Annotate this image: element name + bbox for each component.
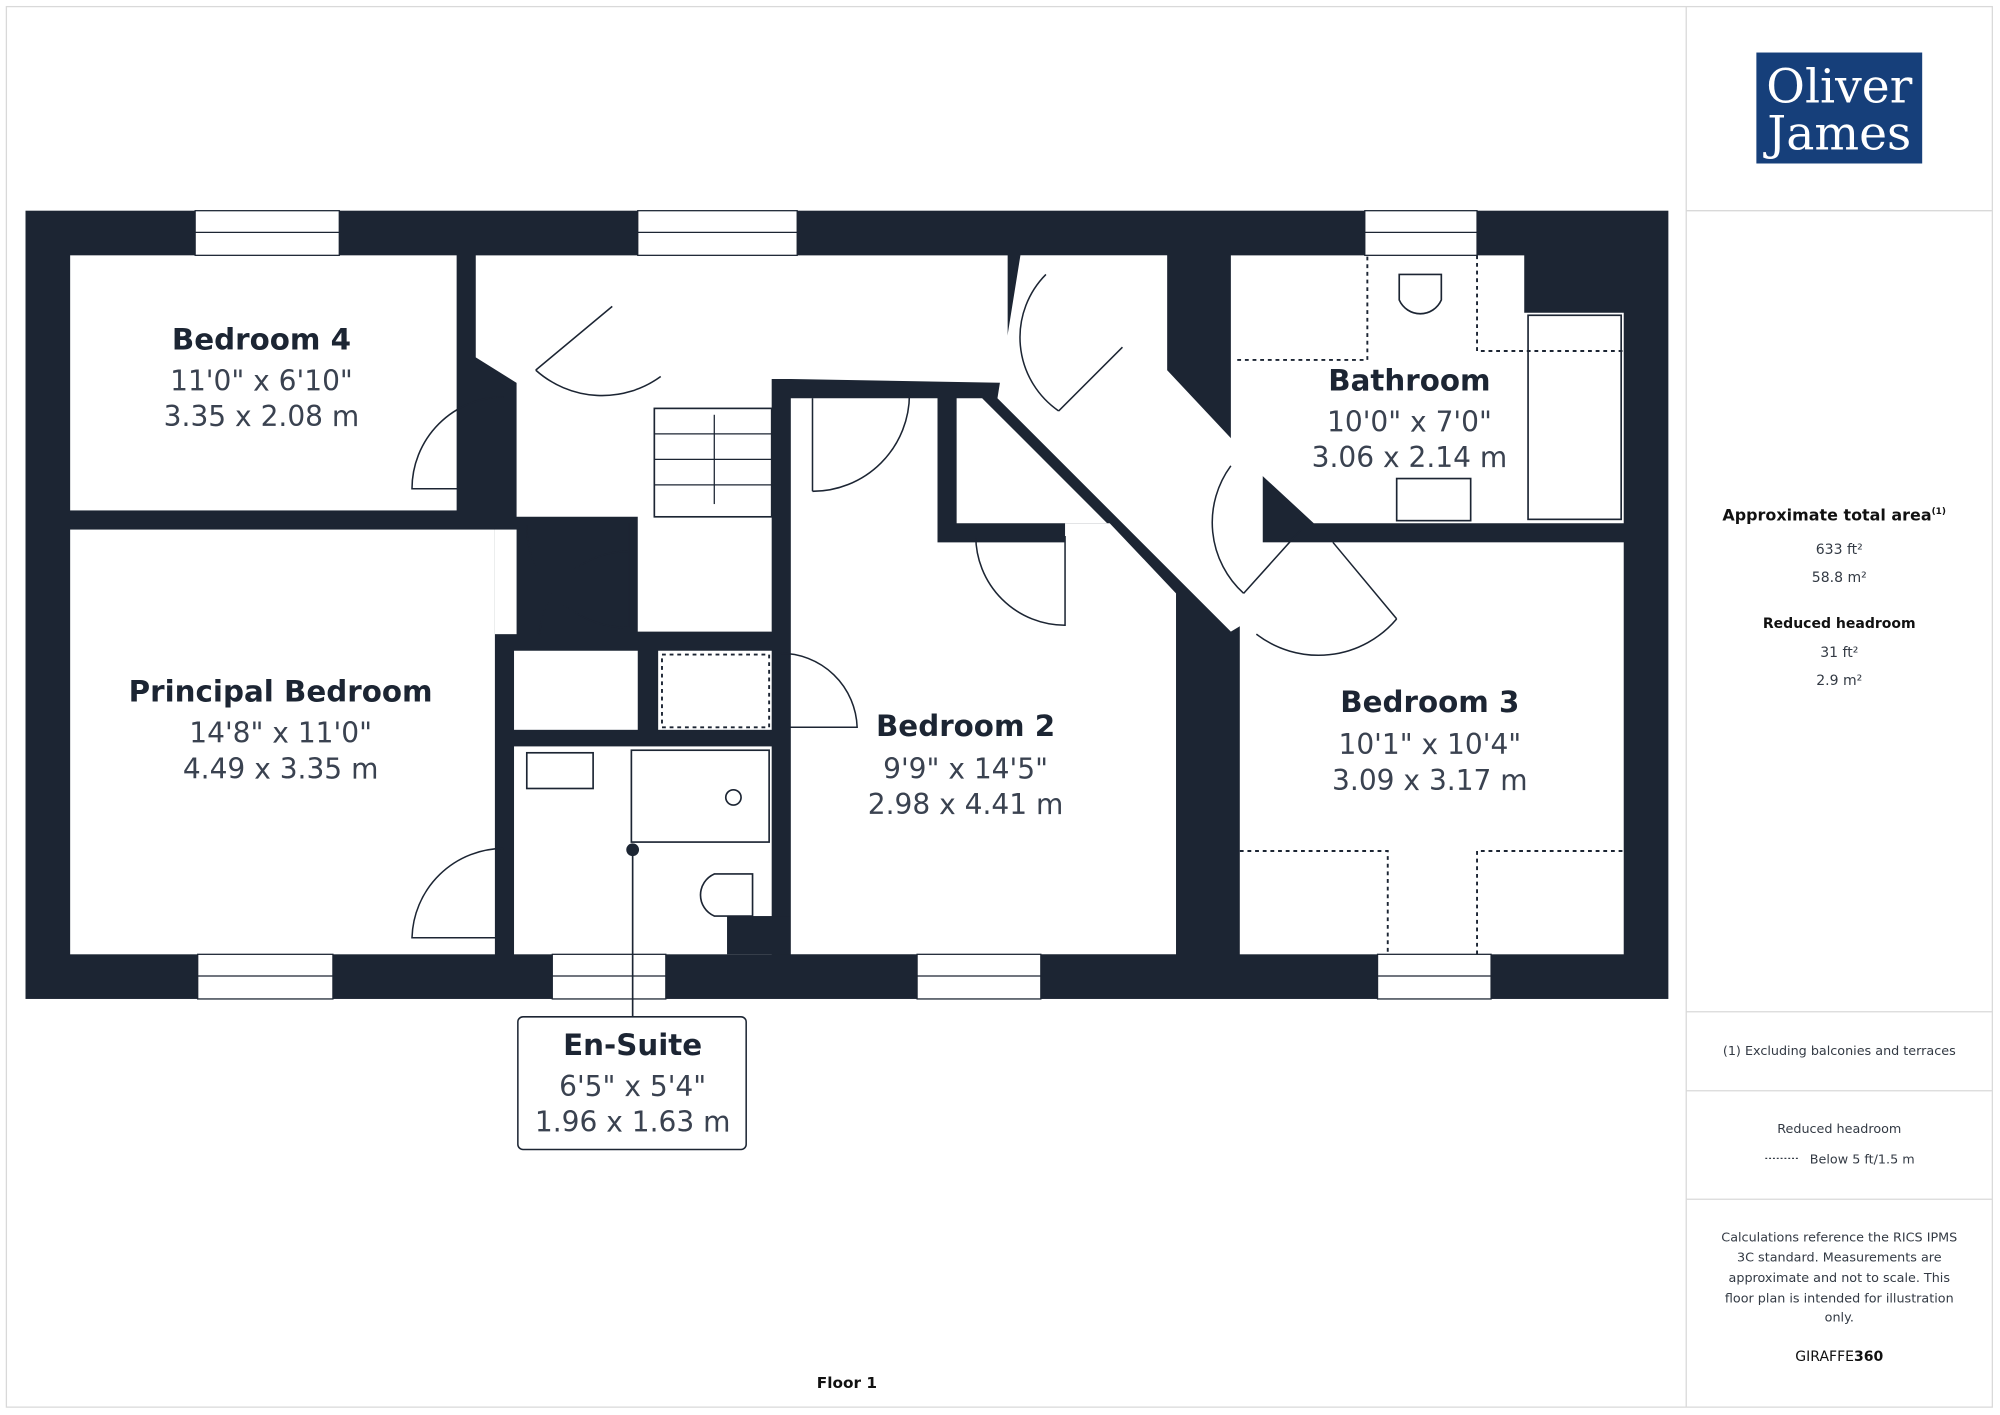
svg-text:Oliver: Oliver xyxy=(1766,59,1912,114)
door xyxy=(1019,273,1123,412)
svg-text:En-Suite: En-Suite xyxy=(563,1028,702,1062)
svg-text:58.8 m²: 58.8 m² xyxy=(1812,570,1867,586)
shower-tray xyxy=(630,749,770,843)
reduced-headroom-line xyxy=(661,653,771,729)
svg-text:4.49 x 3.35 m: 4.49 x 3.35 m xyxy=(183,752,379,785)
svg-text:Calculations reference the RIC: Calculations reference the RICS IPMS xyxy=(1721,1230,1957,1245)
bedroom-4-area xyxy=(70,255,457,511)
brand-logo: Oliver James xyxy=(1756,52,1923,164)
door-en-suite xyxy=(411,847,504,939)
door-bedroom-3 xyxy=(1255,541,1398,657)
svg-text:only.: only. xyxy=(1825,1311,1854,1326)
svg-text:Reduced headroom: Reduced headroom xyxy=(1777,1122,1901,1137)
svg-text:3.35 x 2.08 m: 3.35 x 2.08 m xyxy=(164,400,360,433)
svg-text:2.98 x 4.41 m: 2.98 x 4.41 m xyxy=(868,788,1064,821)
door xyxy=(538,550,629,635)
svg-text:2.9 m²: 2.9 m² xyxy=(1816,673,1862,689)
bathroom-area xyxy=(1230,255,1624,524)
svg-text:3C standard. Measurements are: 3C standard. Measurements are xyxy=(1737,1251,1942,1266)
svg-text:James: James xyxy=(1763,106,1911,161)
svg-text:floor plan is intended for ill: floor plan is intended for illustration xyxy=(1725,1292,1954,1307)
svg-text:3.09 x 3.17 m: 3.09 x 3.17 m xyxy=(1332,764,1528,797)
room-label-principal-bedroom: Principal Bedroom 14'8" x 11'0" 4.49 x 3… xyxy=(129,675,433,786)
svg-text:10'1" x 10'4": 10'1" x 10'4" xyxy=(1338,728,1521,761)
bedroom-2-area xyxy=(790,398,1177,955)
area-summary: Approximate total area(1) 633 ft² 58.8 m… xyxy=(1721,506,1957,1366)
principal-bedroom-area xyxy=(494,529,517,635)
svg-text:3.06 x 2.14 m: 3.06 x 2.14 m xyxy=(1312,441,1508,474)
door-bedroom-4 xyxy=(411,396,504,490)
total-area-title: Approximate total area(1) xyxy=(1722,506,1946,525)
svg-text:(1) Excluding balconies and te: (1) Excluding balconies and terraces xyxy=(1723,1044,1956,1059)
svg-text:1.96 x 1.63 m: 1.96 x 1.63 m xyxy=(535,1106,731,1139)
landing-area xyxy=(475,255,1168,632)
door xyxy=(975,535,1066,626)
toilet xyxy=(699,873,754,917)
room-label-bathroom: Bathroom 10'0" x 7'0" 3.06 x 2.14 m xyxy=(1312,364,1508,475)
svg-text:9'9" x 14'5": 9'9" x 14'5" xyxy=(883,752,1048,785)
room-label-bedroom-3: Bedroom 3 10'1" x 10'4" 3.09 x 3.17 m xyxy=(1332,685,1528,797)
cupboard-area xyxy=(658,650,772,730)
door xyxy=(526,523,630,629)
room-label-bedroom-4: Bedroom 4 11'0" x 6'10" 3.35 x 2.08 m xyxy=(164,323,360,434)
giraffe360-logo: GIRAFFE360 xyxy=(1795,1349,1883,1365)
principal-bedroom-area xyxy=(70,529,495,955)
svg-text:Bedroom 3: Bedroom 3 xyxy=(1340,685,1519,719)
door-bedroom-2 xyxy=(811,394,911,493)
shower-drain-icon xyxy=(724,788,742,806)
cupboard-area xyxy=(514,650,638,730)
basin xyxy=(1395,477,1472,522)
floor-label: Floor 1 xyxy=(817,1374,877,1392)
en-suite-marker xyxy=(626,843,640,857)
svg-text:Principal Bedroom: Principal Bedroom xyxy=(129,675,433,709)
floor-plan xyxy=(25,210,1669,1017)
svg-text:Reduced headroom: Reduced headroom xyxy=(1763,616,1916,632)
svg-text:633 ft²: 633 ft² xyxy=(1816,542,1863,558)
svg-text:Bedroom 2: Bedroom 2 xyxy=(876,709,1055,743)
svg-text:10'0" x 7'0": 10'0" x 7'0" xyxy=(1327,405,1492,438)
bath xyxy=(1527,314,1623,521)
wall xyxy=(727,916,791,955)
door xyxy=(535,305,662,397)
svg-text:Bathroom: Bathroom xyxy=(1328,364,1490,398)
door-cupboard xyxy=(780,652,858,729)
reduced-headroom-line xyxy=(1237,255,1624,361)
room-label-en-suite: En-Suite 6'5" x 5'4" 1.96 x 1.63 m xyxy=(517,1016,747,1151)
door-bathroom xyxy=(1211,465,1302,594)
svg-text:11'0" x 6'10": 11'0" x 6'10" xyxy=(170,365,353,398)
basin xyxy=(525,751,594,790)
page-frame xyxy=(5,5,1993,1408)
bedroom-2-recess xyxy=(956,398,1108,524)
svg-text:14'8" x 11'0": 14'8" x 11'0" xyxy=(189,717,372,750)
svg-text:approximate and not to scale.: approximate and not to scale. This xyxy=(1729,1271,1951,1286)
toilet xyxy=(1398,273,1443,315)
staircase xyxy=(653,407,773,518)
bedroom-3-area xyxy=(1239,542,1624,955)
svg-text:Below 5 ft/1.5 m: Below 5 ft/1.5 m xyxy=(1810,1152,1915,1167)
reduced-headroom-line xyxy=(1239,850,1624,955)
svg-text:Bedroom 4: Bedroom 4 xyxy=(172,323,351,357)
room-label-bedroom-2: Bedroom 2 9'9" x 14'5" 2.98 x 4.41 m xyxy=(868,709,1064,821)
corridor-area xyxy=(997,255,1263,632)
svg-text:31 ft²: 31 ft² xyxy=(1820,645,1858,661)
svg-text:6'5" x 5'4": 6'5" x 5'4" xyxy=(559,1070,706,1103)
